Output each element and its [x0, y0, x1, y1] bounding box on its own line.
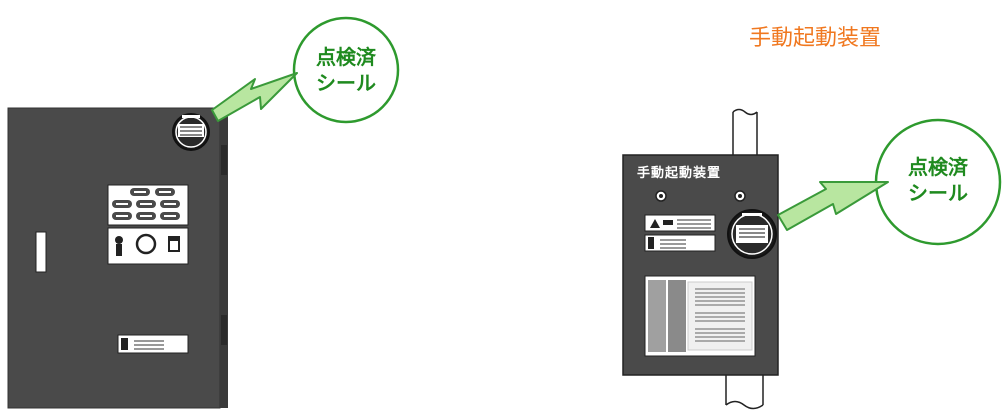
callout-arrow-right — [777, 181, 889, 231]
nameplate-text-dots — [134, 340, 164, 350]
warning-icon — [650, 219, 660, 228]
hinge-bottom — [221, 315, 227, 345]
caution-text-dots — [663, 219, 711, 229]
control-cabinet — [7, 107, 228, 409]
pole-top — [732, 112, 758, 155]
callout-circle-left — [292, 16, 400, 124]
device-label: 手動起動装置 — [749, 26, 882, 51]
info-label-dots — [660, 239, 686, 249]
info-label-mark — [648, 237, 654, 249]
callout-left-line2: シール — [316, 71, 376, 95]
inspection-seal-right — [727, 209, 777, 259]
callout-left-line1: 点検済 — [316, 45, 376, 69]
rotary-switch — [135, 233, 157, 255]
callout-text-left: 点検済 シール — [304, 44, 388, 96]
callout-text-right: 点検済 シール — [896, 154, 980, 206]
inspection-seal-left — [172, 113, 210, 151]
nameplate-mark — [121, 338, 128, 350]
toggle-switch — [168, 236, 180, 252]
callout-right-line2: シール — [908, 181, 968, 205]
callout-right-line1: 点検済 — [908, 155, 968, 179]
door-handle — [35, 231, 47, 273]
device-panel-title: 手動起動装置 — [637, 166, 722, 181]
cabinet-side — [220, 108, 228, 408]
hinge-top — [221, 145, 227, 175]
cover-instruction-dots — [695, 288, 745, 342]
manual-activation-device — [622, 108, 779, 410]
cover-handle-left — [648, 280, 666, 352]
key-switch — [115, 236, 123, 256]
indicator-lamp-dots — [116, 191, 176, 217]
pole-bottom — [725, 375, 764, 405]
callout-arrow-left — [211, 72, 298, 122]
cover-handle-right — [668, 280, 686, 352]
